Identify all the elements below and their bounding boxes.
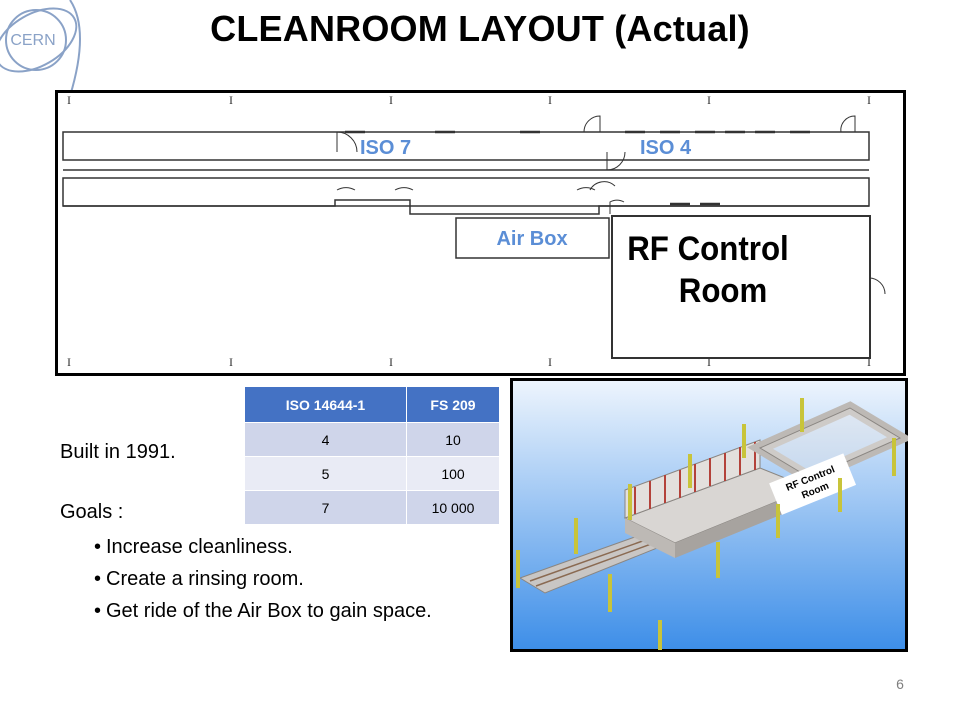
table-header-row: ISO 14644-1 FS 209: [244, 386, 500, 423]
page-number: 6: [896, 676, 904, 692]
table-row: 7 10 000: [244, 490, 500, 525]
air-box-zone: [455, 217, 610, 259]
column-marker: I: [867, 355, 871, 369]
column-marker: I: [389, 93, 393, 107]
door-arcs: [336, 115, 886, 295]
corridor-walls: [62, 131, 870, 215]
table-cell: 100: [406, 456, 500, 491]
table-header-fs: FS 209: [406, 386, 500, 423]
rf-room-label-line2: Room: [679, 271, 768, 310]
column-marker: I: [67, 355, 71, 369]
goals-list: Increase cleanliness. Create a rinsing r…: [94, 533, 432, 629]
air-box-label: Air Box: [496, 228, 567, 250]
column-marker: I: [389, 355, 393, 369]
table-cell: 4: [244, 422, 407, 457]
iso7-zone-label: ISO 7: [360, 137, 411, 159]
table-header-iso: ISO 14644-1: [244, 386, 407, 423]
table-cell: 5: [244, 456, 407, 491]
iso4-zone-label: ISO 4: [640, 137, 692, 159]
column-marker: I: [707, 93, 711, 107]
rf-room-label-line1: RF Control: [627, 229, 789, 268]
table-cell: 10: [406, 422, 500, 457]
table-row: 5 100: [244, 456, 500, 491]
table-cell: 7: [244, 490, 407, 525]
cern-logo: CERN: [0, 0, 81, 96]
cleanroom-floorplan: I I I I I I I I I I I I: [55, 90, 906, 376]
built-year-text: Built in 1991.: [60, 441, 176, 463]
iso-fs-comparison-table: ISO 14644-1 FS 209 4 10 5 100 7 10 000: [244, 386, 500, 525]
column-marker: I: [548, 93, 552, 107]
goals-heading: Goals :: [60, 501, 124, 523]
column-marker: I: [229, 93, 233, 107]
column-marker: I: [229, 355, 233, 369]
cern-logo-text: CERN: [10, 32, 55, 49]
column-marker: I: [548, 355, 552, 369]
table-row: 4 10: [244, 422, 500, 457]
list-item: Increase cleanliness.: [94, 533, 432, 565]
column-marker: I: [67, 93, 71, 107]
table-cell: 10 000: [406, 490, 500, 525]
column-marker: I: [707, 355, 711, 369]
list-item: Create a rinsing room.: [94, 565, 432, 597]
list-item: Get ride of the Air Box to gain space.: [94, 597, 432, 629]
wall-segments: [345, 130, 810, 206]
rf-control-room-zone: [611, 215, 871, 359]
cleanroom-3d-render: RF Control Room: [510, 378, 908, 652]
page-title: CLEANROOM LAYOUT (Actual): [210, 8, 750, 49]
column-marker: I: [867, 93, 871, 107]
